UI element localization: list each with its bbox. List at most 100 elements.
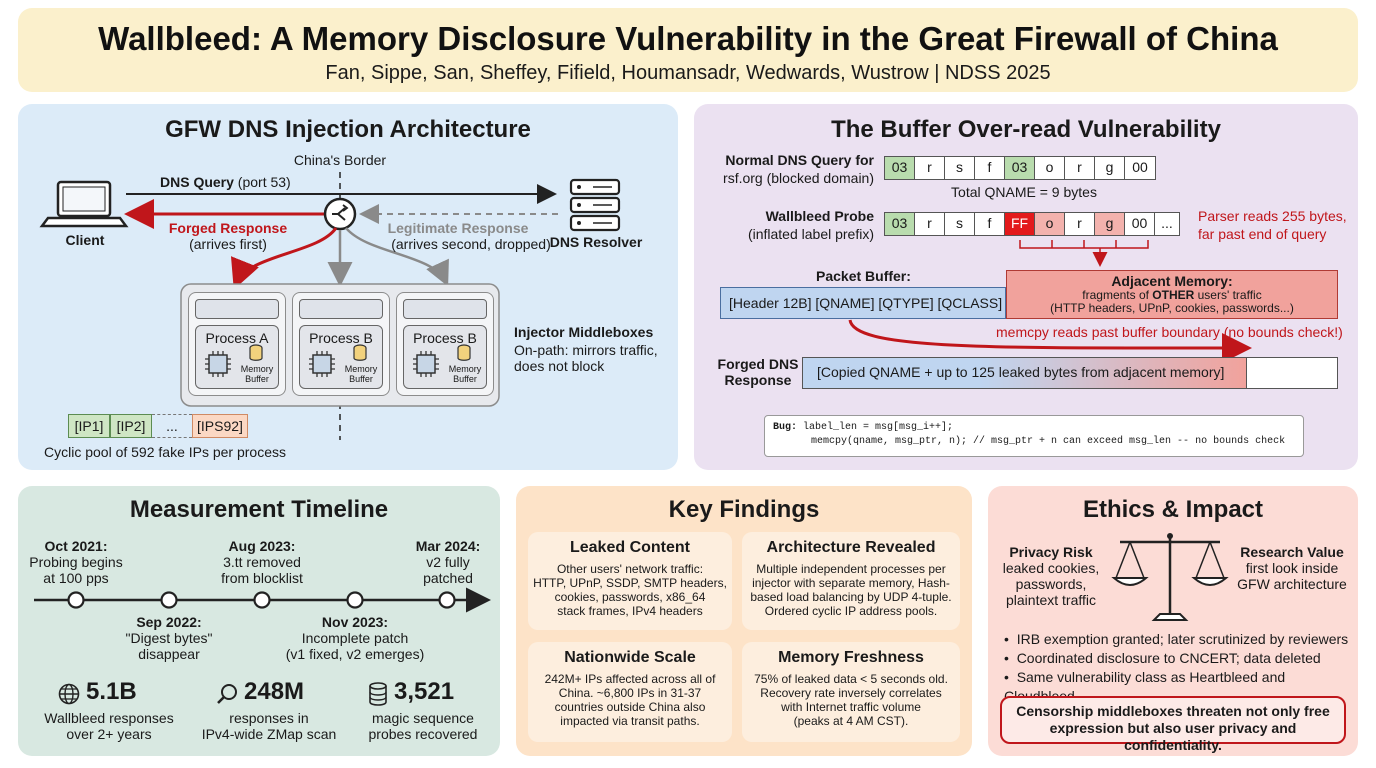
stat-value: 5.1B [86, 678, 137, 705]
byte-cell: r [915, 157, 945, 179]
border-label: China's Border [293, 152, 387, 168]
byte-cell: 00 [1132, 159, 1148, 175]
findings-title: Key Findings [668, 496, 820, 523]
code-line-1: Bug: label_len = msg[msg_i++]; [773, 422, 954, 433]
ethics-bullet: • Coordinated disclosure to CNCERT; data… [1004, 650, 1321, 666]
process-label: Process A [205, 330, 269, 346]
probe-sub: (inflated label prefix) [747, 226, 874, 242]
byte-cell: g [1095, 213, 1125, 235]
parser-note-2: far past end of query [1198, 226, 1327, 242]
ethics-callout: Censorship middleboxes threaten not only… [1000, 696, 1346, 753]
byte-cell: f [975, 157, 1005, 179]
finding-card-title: Memory Freshness [778, 649, 924, 666]
cpu-icon [309, 351, 335, 377]
finding-card-title: Leaked Content [569, 539, 690, 556]
finding-card-title: Nationwide Scale [564, 649, 696, 666]
ip-pool-ellipsis: ... [152, 414, 192, 438]
normal-query-label: Normal DNS Query for [725, 152, 874, 168]
byte-cell: 03 [1005, 157, 1035, 179]
process-label: Process B [413, 330, 477, 346]
finding-card-nationwide-scale: Nationwide Scale 242M+ IPs affected acro… [528, 642, 732, 742]
ethics-bullet: • IRB exemption granted; later scrutiniz… [1004, 631, 1349, 647]
cpu-icon [205, 351, 231, 377]
probe-bytes: 03 r s f FF o r g 00 ... [884, 212, 1180, 236]
normal-query-sub: rsf.org (blocked domain) [723, 170, 874, 186]
injector-line1: On-path: mirrors traffic, [514, 342, 658, 358]
forged-response-box: [Copied QNAME + up to 125 leaked bytes f… [802, 357, 1338, 389]
timeline-axis [34, 587, 491, 613]
injector-line2: does not block [514, 358, 605, 374]
stat-value: 248M [244, 678, 305, 705]
injector-title: Injector Middleboxes [514, 324, 654, 340]
adjacent-memory-line1: fragments of OTHER users' traffic [1082, 288, 1262, 302]
byte-cell: ... [1161, 215, 1173, 231]
header-banner: Wallbleed: A Memory Disclosure Vulnerabi… [18, 8, 1358, 92]
byte-cell: r [1065, 157, 1095, 179]
process-header-bar [195, 299, 279, 319]
memcpy-note: memcpy reads past buffer boundary (no bo… [996, 324, 1343, 340]
finding-card-text: 75% of leaked data < 5 seconds old.Recov… [754, 672, 948, 728]
gfw-architecture-panel: GFW DNS Injection Architecture [18, 104, 678, 470]
vuln-panel-title: The Buffer Over-read Vulnerability [831, 116, 1221, 143]
byte-cell: r [915, 213, 945, 235]
forged-to-process-arrow [231, 227, 338, 290]
adjacent-memory-line2: (HTTP headers, UPnP, cookies, passwords.… [1050, 301, 1294, 315]
finding-card-text: Other users' network traffic:HTTP, UPnP,… [533, 562, 727, 618]
byte-cell: 03 [885, 157, 915, 179]
stat-value: 3,521 [394, 678, 455, 705]
timeline-panel: Measurement Timeline Oct 2021:Probing be… [18, 486, 500, 756]
process-header-bar [299, 299, 383, 319]
byte-cell: s [945, 157, 975, 179]
database-icon [457, 344, 471, 361]
ip-pool-item: [IP1] [68, 414, 110, 438]
process-header-bar [403, 299, 487, 319]
normal-query-bytes: 03 r s f 03 o r g 00 [884, 156, 1156, 180]
ip-pool-item: [IPS92] [192, 414, 248, 438]
server-icon [569, 178, 621, 232]
legit-response-label: Legitimate Response [387, 220, 529, 236]
byte-cell: 00 [1125, 213, 1155, 235]
code-line-2: memcpy(qname, msg_ptr, n); // msg_ptr + … [811, 436, 1286, 447]
finding-card-architecture: Architecture Revealed Multiple independe… [742, 532, 960, 630]
byte-cell: g [1095, 157, 1125, 179]
magnifier-icon [217, 684, 237, 704]
finding-card-title: Architecture Revealed [766, 539, 936, 556]
timeline-title: Measurement Timeline [129, 496, 389, 523]
database-icon [249, 344, 263, 361]
qname-caption: Total QNAME = 9 bytes [951, 184, 1097, 200]
byte-cell: 03 [885, 213, 915, 235]
dns-resolver-label: DNS Resolver [549, 234, 643, 250]
probe-label: Wallbleed Probe [765, 208, 874, 224]
forged-response-label: Forged Response [168, 220, 288, 236]
finding-card-memory-freshness: Memory Freshness 75% of leaked data < 5 … [742, 642, 960, 742]
client-label: Client [65, 232, 105, 248]
globe-icon [58, 683, 80, 705]
forged-response-content: [Copied QNAME + up to 125 leaked bytes f… [803, 358, 1247, 388]
byte-cell: f [975, 213, 1005, 235]
timeline-event-nov-2023: Nov 2023:Incomplete patch(v1 fixed, v2 e… [285, 614, 425, 662]
byte-cell-ff: FF [1005, 213, 1035, 235]
packet-buffer-label: Packet Buffer: [816, 268, 911, 284]
bug-code-box: Bug: label_len = msg[msg_i++]; memcpy(qn… [764, 415, 1304, 457]
adjacent-memory-title: Adjacent Memory: [1111, 273, 1233, 289]
forged-response-sub: (arrives first) [189, 236, 267, 252]
laptop-icon [39, 180, 129, 228]
ethics-bullets: • IRB exemption granted; later scrutiniz… [1004, 630, 1358, 706]
page-title: Wallbleed: A Memory Disclosure Vulnerabi… [98, 20, 1278, 57]
timeline-event-sep-2022: Sep 2022:"Digest bytes"disappear [125, 614, 213, 662]
